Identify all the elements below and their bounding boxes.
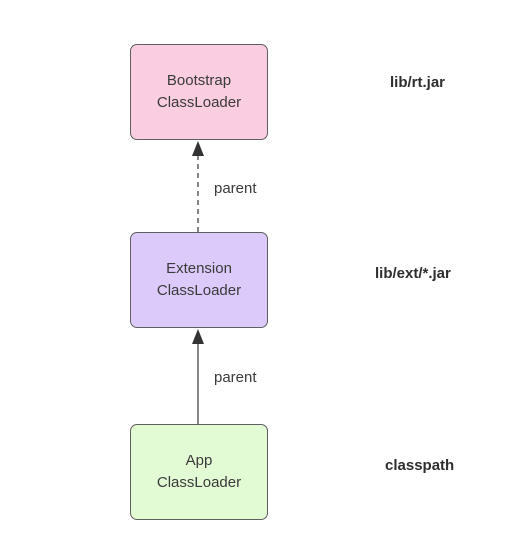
node-subtitle: ClassLoader [156,474,242,491]
app-classloader-node: App ClassLoader [130,424,268,520]
extension-classloader-node: Extension ClassLoader [130,232,268,328]
node-subtitle: ClassLoader [156,94,242,111]
node-subtitle: ClassLoader [156,282,242,299]
bootstrap-classloader-node: Bootstrap ClassLoader [130,44,268,140]
node-title: App [185,452,213,469]
parent-edge-label: parent [214,369,257,386]
edge-app-to-extension [192,329,204,424]
extension-path-label: lib/ext/*.jar [375,265,451,282]
app-path-label: classpath [385,457,455,474]
arrowhead-up-icon [192,141,204,156]
node-title: Bootstrap [166,72,232,89]
node-title: Extension [166,260,232,277]
arrowhead-up-icon [192,329,204,344]
parent-edge-label: parent [214,180,257,197]
bootstrap-path-label: lib/rt.jar [390,74,446,91]
edge-extension-to-bootstrap [192,141,204,232]
